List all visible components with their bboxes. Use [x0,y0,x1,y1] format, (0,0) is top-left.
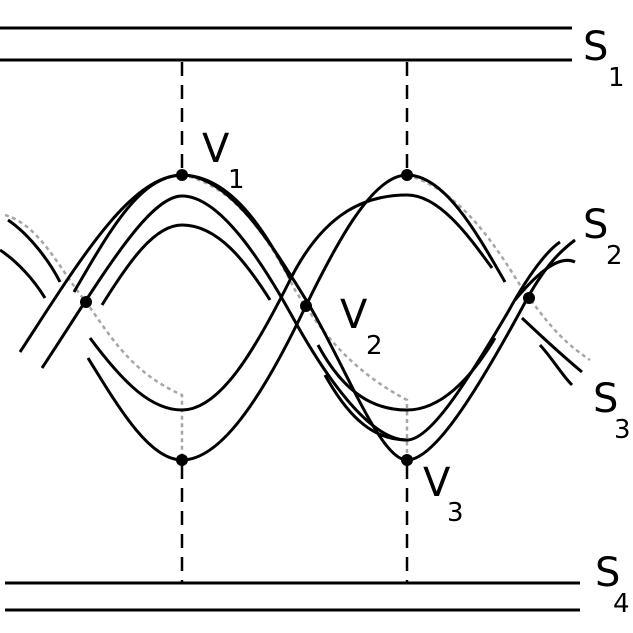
label-v1-sub: 1 [228,165,245,195]
left-edge-strand-a [0,248,47,299]
strand-s2-arch-inner [100,223,272,306]
strand-s3-wave-outer [86,173,507,462]
strand-s2-wave-outer [18,173,576,462]
vertex-v1-dot [176,169,188,181]
label-v3: V 3 [423,460,464,528]
label-v3-sub: 3 [447,498,464,528]
strand-s2-wave-inner [40,194,561,442]
label-s4-sub: 4 [613,589,630,619]
label-v2: V 2 [340,292,383,361]
strand-s3-wave-inner [88,193,494,412]
label-v2-sub: 2 [366,331,383,361]
label-s4: S 4 [595,550,630,619]
strand-s3-arch-lower [316,337,497,412]
label-s1: S 1 [583,24,625,93]
label-v1-main: V [202,126,230,172]
label-v1: V 1 [202,126,245,195]
right-edge-strand-c [513,258,576,301]
label-s3: S 3 [593,376,631,445]
vertex-v2-dot [300,300,312,312]
vertex-left-crossing-dot [80,296,92,308]
gray-dotted-path [4,173,591,462]
right-edge-strand-a [538,343,574,387]
label-v3-main: V [423,460,451,506]
dashed-connectors [180,62,409,583]
vertices [80,169,535,466]
label-s2-sub: 2 [606,241,623,271]
left-edge-strand-b [7,218,62,283]
label-s2-main: S [583,202,608,248]
label-s3-main: S [593,376,618,422]
strand-s3 [86,173,507,462]
strand-s2-arch-upper [72,173,292,293]
vertex-right-crossing-dot [523,292,535,304]
strand-s2 [18,173,576,462]
label-s2: S 2 [583,202,623,271]
strand-s3-arch-lower-inner [323,374,408,442]
label-s4-main: S [595,550,620,596]
label-s1-main: S [583,24,608,70]
vertex-top-right-dot [401,169,413,181]
left-edge-strands [0,218,62,299]
label-s3-sub: 3 [614,415,631,445]
label-v2-main: V [340,292,368,338]
label-s1-sub: 1 [608,63,625,93]
vertex-v3-dot [401,454,413,466]
strand-s4 [5,581,580,612]
vertex-bottom-left-dot [176,454,188,466]
right-edge-strand-b [520,316,583,374]
strand-s1 [0,26,572,62]
right-edge-strands [513,258,583,387]
